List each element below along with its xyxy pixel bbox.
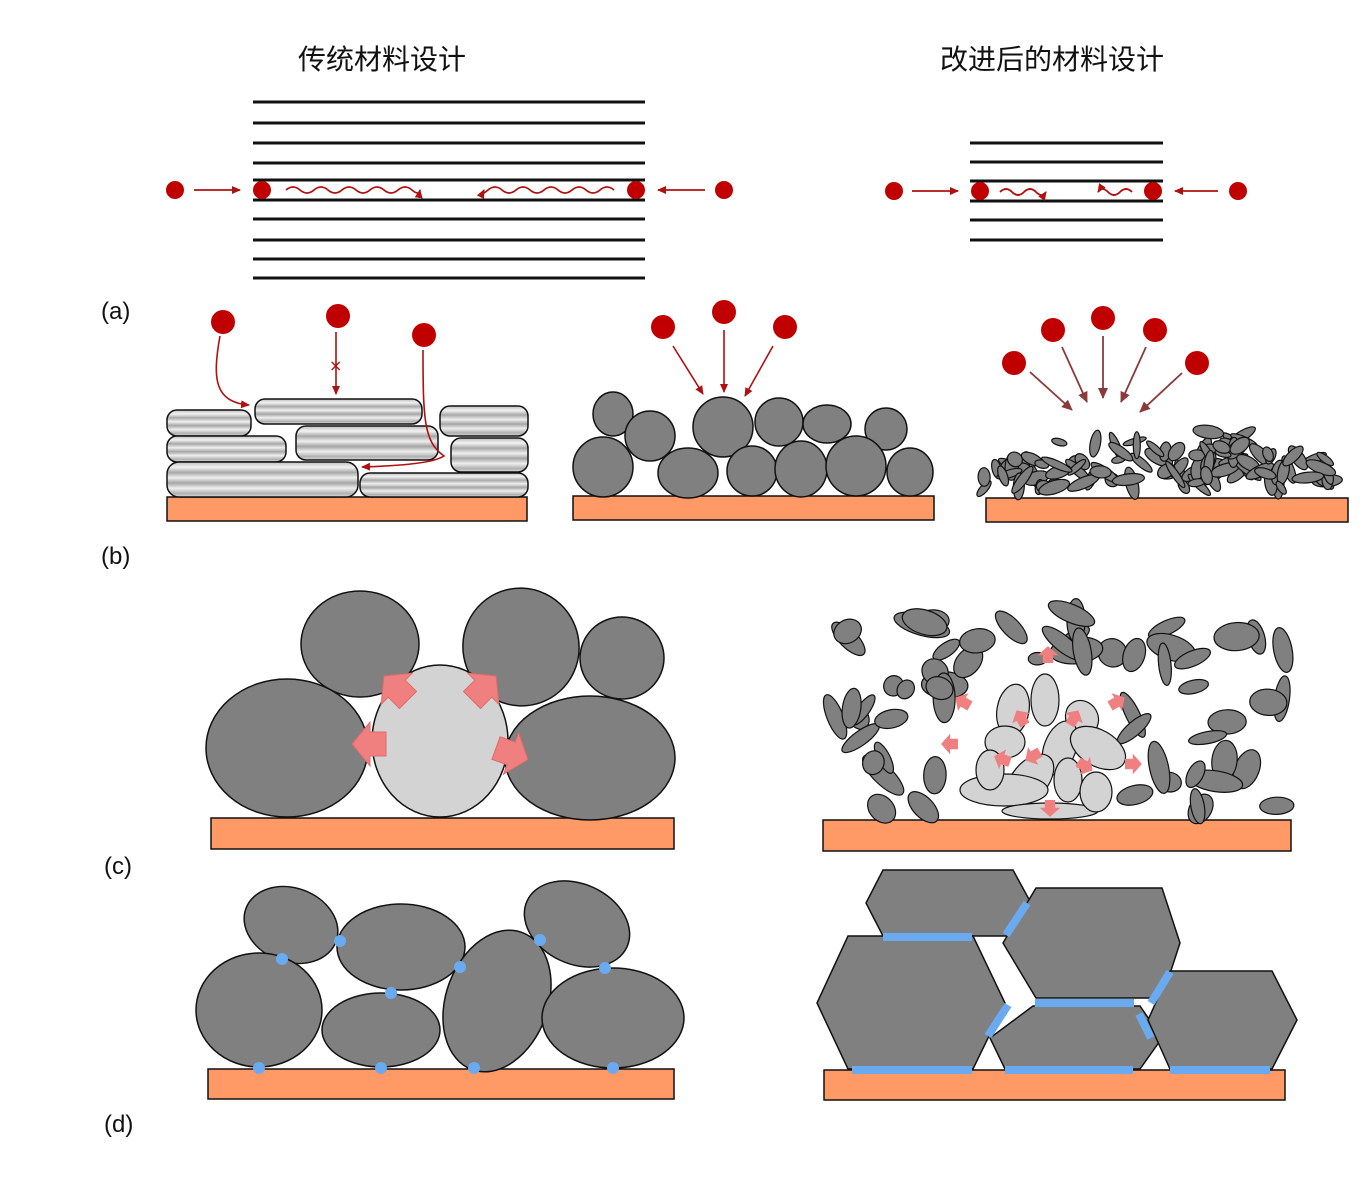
nano-particle [1116, 784, 1154, 806]
nano-particle [1038, 478, 1071, 496]
nano-particle [867, 793, 897, 824]
nano-particle-light [1053, 757, 1083, 803]
nano-particle [841, 687, 862, 729]
nano-particle [1188, 730, 1228, 746]
nano-particle [1189, 788, 1206, 825]
panel-b-graphite-flakes: × [166, 304, 529, 522]
nano-particle [1178, 678, 1209, 695]
nano-particle [997, 465, 1010, 487]
nano-particle-light [1079, 771, 1113, 813]
nano-particle [874, 708, 909, 730]
nano-particle [994, 610, 1028, 645]
panel-a-improved-layers [885, 141, 1247, 242]
nano-particle [1006, 451, 1023, 468]
panel-label-a: (a) [101, 298, 131, 325]
nano-particle [1122, 637, 1147, 673]
panel-b-nanostructured-particles [976, 306, 1349, 523]
nano-particle [1282, 445, 1304, 467]
nano-particle [1192, 424, 1225, 440]
ion-right-outer [715, 181, 733, 199]
nano-particle [1089, 465, 1112, 479]
stress-arrow [1125, 753, 1142, 775]
nano-particle [1229, 436, 1251, 455]
nano-particle [1200, 465, 1213, 486]
nano-particle [1089, 429, 1102, 458]
title-improved-design: 改进后的材料设计 [940, 43, 1165, 76]
nano-particle [1165, 460, 1186, 489]
nano-particle [1167, 441, 1186, 462]
nano-particle-light [959, 773, 1049, 807]
panel-b-spherical-particles [572, 300, 935, 521]
ion-right-inner [627, 181, 645, 199]
panel-c-nano-particles-expansion [822, 597, 1295, 852]
nano-particle [1041, 456, 1073, 473]
nano-particle [1262, 446, 1274, 462]
panel-d-particle-contacts [195, 880, 685, 1100]
nano-particle [1185, 760, 1206, 789]
nano-particle [1275, 480, 1287, 495]
panel-d-faceted-particles [816, 869, 1298, 1101]
panel-label-b: (b) [101, 543, 131, 570]
nano-particle [1011, 465, 1034, 494]
nano-particle [925, 676, 954, 701]
nano-particle [1291, 471, 1325, 484]
stress-arrow [941, 733, 958, 755]
panel-a-traditional-layers [166, 100, 733, 280]
ion-left-outer [166, 181, 184, 199]
nano-particle [977, 467, 991, 487]
nano-particle [1316, 451, 1335, 467]
nano-particle [1213, 621, 1260, 652]
nano-particle [907, 791, 940, 824]
nano-particle [1108, 441, 1134, 462]
nano-particle [1047, 600, 1096, 628]
nano-particle [959, 628, 996, 654]
nano-particle [923, 756, 947, 795]
panel-c-large-particles-expansion [205, 587, 676, 850]
nano-particle [1132, 431, 1141, 460]
nano-particle [1173, 647, 1212, 670]
nano-particle [1051, 437, 1068, 447]
nano-particle-light [1030, 673, 1060, 727]
nano-particle [1147, 740, 1171, 794]
nano-particle [1259, 796, 1295, 816]
nano-particle [901, 608, 948, 637]
nano-particle [1207, 709, 1247, 735]
nano-particle [1249, 688, 1288, 717]
ion-left-inner [253, 181, 271, 199]
nano-particle [1072, 627, 1093, 676]
blocked-path-mark: × [329, 356, 342, 375]
panel-label-d: (d) [104, 1111, 134, 1138]
nano-particle [833, 618, 862, 645]
nano-particle [1157, 642, 1172, 686]
nano-particle [1272, 627, 1294, 673]
nano-particle [862, 750, 885, 776]
nano-particle [1111, 472, 1145, 487]
nano-particle [1146, 440, 1165, 458]
title-traditional-design: 传统材料设计 [298, 43, 467, 76]
panel-label-c: (c) [104, 853, 132, 880]
nano-particle [1254, 467, 1277, 480]
nano-particle [896, 679, 916, 700]
